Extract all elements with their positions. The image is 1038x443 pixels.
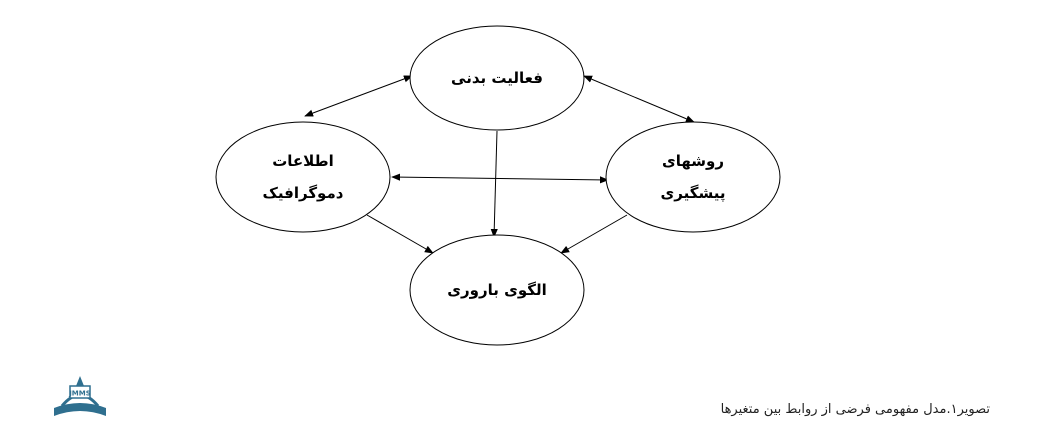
node-label-demographic-info-0: اطلاعات xyxy=(272,152,334,170)
node-label-prevention-methods-1: پیشگیری xyxy=(661,184,726,203)
edge-physical-activity-to-prevention-methods xyxy=(583,75,695,123)
node-label-physical-activity-0: فعالیت بدنی xyxy=(451,69,543,87)
node-fertility-pattern xyxy=(409,234,585,346)
node-physical-activity xyxy=(409,25,585,131)
node-label-prevention-methods-0: روشهای xyxy=(662,152,724,170)
edge-physical-activity-to-fertility-pattern xyxy=(490,130,498,238)
logo-text: JMMS xyxy=(68,390,91,398)
edge-prevention-methods-to-fertility-pattern xyxy=(560,214,628,254)
node-label-demographic-info-1: دموگرافیک xyxy=(263,184,344,202)
edge-demographic-info-to-prevention-methods xyxy=(391,173,609,184)
figure-caption: تصویر۱.مدل مفهومی فرضی از روابط بین متغی… xyxy=(720,402,990,417)
node-label-fertility-pattern-0: الگوی باروری xyxy=(447,281,546,299)
node-prevention-methods xyxy=(605,121,781,233)
edge-demographic-info-to-fertility-pattern xyxy=(366,214,434,254)
journal-logo: JMMS xyxy=(48,372,112,420)
journal-logo-icon: JMMS xyxy=(54,376,106,416)
node-demographic-info xyxy=(215,121,391,233)
edge-physical-activity-to-demographic-info xyxy=(304,75,413,117)
